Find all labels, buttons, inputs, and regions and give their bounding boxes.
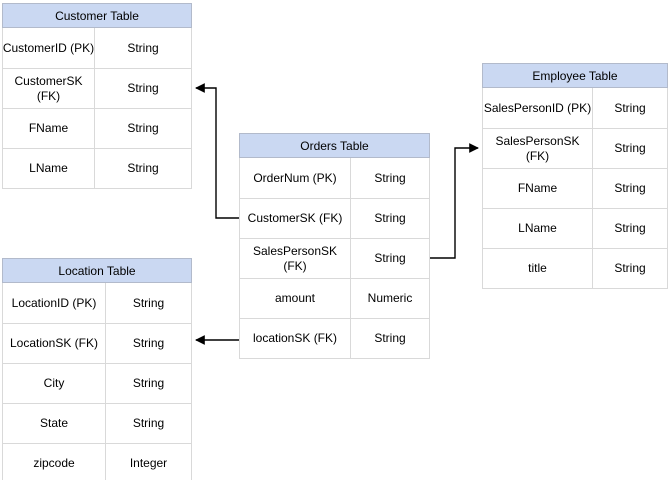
type-cell: String [95, 148, 191, 188]
field-cell: FName [3, 108, 95, 148]
table-orders: Orders Table OrderNum (PK) String Custom… [239, 133, 430, 359]
type-cell: String [132, 295, 165, 310]
table-employee-rows: SalesPersonID (PK) String SalesPersonSK … [482, 88, 668, 289]
table-orders-rows: OrderNum (PK) String CustomerSK (FK) Str… [239, 158, 430, 359]
field-cell: State [3, 403, 106, 443]
field-cell: CustomerID (PK) [3, 28, 95, 68]
type-cell: String [106, 323, 191, 363]
type-cell: String [593, 208, 667, 248]
field-cell: zipcode [3, 443, 106, 480]
table-customer: Customer Table CustomerID (PK) String Cu… [2, 3, 192, 189]
field-cell: SalesPersonSK (FK) [483, 128, 593, 168]
table-customer-header: Customer Table [2, 3, 192, 28]
table-employee: Employee Table SalesPersonID (PK) String… [482, 63, 668, 289]
field-cell: CustomerSK (FK) [240, 198, 351, 238]
field-cell: SalesPersonSK (FK) [240, 238, 351, 278]
field-cell: amount [240, 278, 351, 318]
type-cell: String [614, 100, 646, 115]
type-cell: String [593, 128, 667, 168]
table-location-header: Location Table [2, 258, 192, 283]
type-cell: Numeric [351, 278, 429, 318]
field-cell: SalesPersonID (PK) [483, 88, 593, 128]
table-employee-header: Employee Table [482, 63, 668, 88]
field-cell: locationSK (FK) [240, 318, 351, 358]
field-cell: OrderNum (PK) [240, 158, 351, 198]
field-cell: City [3, 363, 106, 403]
table-location: Location Table LocationID (PK) String Lo… [2, 258, 192, 480]
type-cell: String [106, 363, 191, 403]
table-orders-header: Orders Table [239, 133, 430, 158]
type-cell: String [351, 238, 429, 278]
type-cell: String [127, 40, 159, 55]
table-location-rows: LocationID (PK) String LocationSK (FK) S… [2, 283, 192, 480]
field-cell: LocationSK (FK) [3, 323, 106, 363]
field-cell: LName [3, 148, 95, 188]
table-customer-rows: CustomerID (PK) String CustomerSK (FK) S… [2, 28, 192, 189]
type-cell: String [95, 68, 191, 108]
type-cell: String [593, 248, 667, 288]
type-cell: Integer [106, 443, 191, 480]
field-cell: LocationID (PK) [3, 283, 106, 323]
type-cell: String [593, 168, 667, 208]
type-cell: String [106, 403, 191, 443]
connector-orders-salespersonsk-to-employee [430, 143, 479, 259]
type-cell: String [95, 108, 191, 148]
field-cell: FName [483, 168, 593, 208]
connector-orders-customersk-to-customer [195, 83, 239, 219]
type-cell: String [374, 170, 406, 185]
field-cell: LName [483, 208, 593, 248]
field-cell: CustomerSK (FK) [3, 68, 95, 108]
field-cell: title [483, 248, 593, 288]
type-cell: String [351, 198, 429, 238]
type-cell: String [351, 318, 429, 358]
